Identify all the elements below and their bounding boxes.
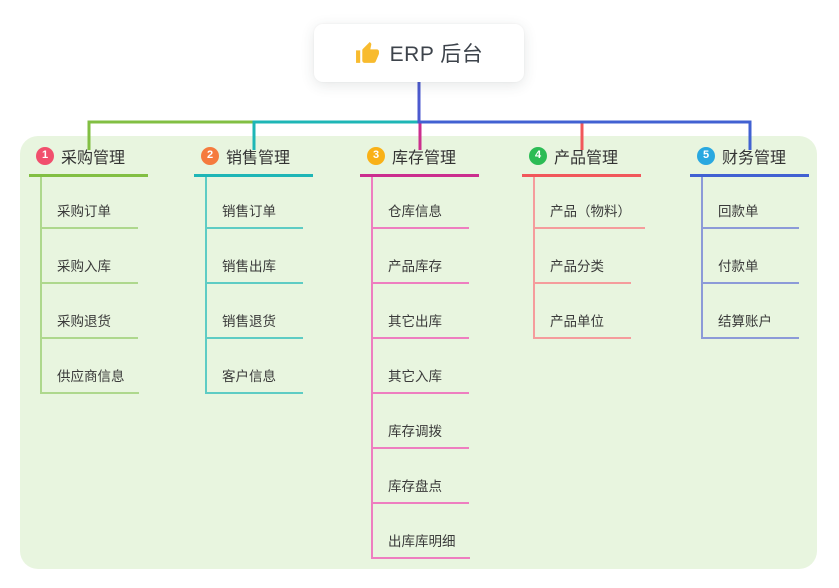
child-node[interactable]: 产品单位 [535,284,631,339]
branch-node-1[interactable]: 1 采购管理 [29,143,148,177]
child-label: 出库库明细 [388,534,456,549]
child-node[interactable]: 销售出库 [207,229,303,284]
child-label: 产品单位 [550,314,604,329]
map-background [20,136,817,569]
branch-number-badge: 2 [201,146,219,165]
child-label: 产品分类 [550,259,604,274]
branch-number-badge: 3 [367,146,385,165]
branch-children: 销售订单 销售出库 销售退货 客户信息 [205,177,303,394]
child-label: 其它出库 [388,314,442,329]
branch-label: 采购管理 [61,149,126,167]
branch-label: 库存管理 [392,149,457,167]
child-label: 仓库信息 [388,204,442,219]
child-node[interactable]: 销售订单 [207,177,303,229]
branch-children: 产品（物料） 产品分类 产品单位 [533,177,645,339]
branch-node-2[interactable]: 2 销售管理 [194,143,313,177]
branch-children: 采购订单 采购入库 采购退货 供应商信息 [40,177,139,394]
child-label: 结算账户 [718,314,772,329]
child-node[interactable]: 其它入库 [373,339,469,394]
child-label: 其它入库 [388,369,442,384]
branch-number-badge: 1 [36,146,54,165]
child-node[interactable]: 回款单 [703,177,799,229]
child-label: 库存盘点 [388,479,442,494]
child-node[interactable]: 供应商信息 [42,339,139,394]
child-node[interactable]: 其它出库 [373,284,469,339]
child-node[interactable]: 产品（物料） [535,177,645,229]
branch-children: 回款单 付款单 结算账户 [701,177,799,339]
child-node[interactable]: 采购入库 [42,229,138,284]
child-node[interactable]: 产品分类 [535,229,631,284]
child-label: 付款单 [718,259,759,274]
branch-node-4[interactable]: 4 产品管理 [522,143,641,177]
branch-label: 产品管理 [554,149,619,167]
root-node[interactable]: ERP 后台 [314,24,524,82]
child-node[interactable]: 采购退货 [42,284,138,339]
child-label: 产品库存 [388,259,442,274]
child-label: 销售退货 [222,314,276,329]
thumbs-up-icon [355,41,379,63]
child-node[interactable]: 库存调拨 [373,394,469,449]
child-node[interactable]: 客户信息 [207,339,303,394]
child-node[interactable]: 销售退货 [207,284,303,339]
child-node[interactable]: 仓库信息 [373,177,469,229]
child-node[interactable]: 库存盘点 [373,449,469,504]
branch-children: 仓库信息 产品库存 其它出库 其它入库 库存调拨 库存盘点 出库库明细 [371,177,470,559]
child-node[interactable]: 出库库明细 [373,504,470,559]
branch-label: 销售管理 [226,149,291,167]
child-label: 客户信息 [222,369,276,384]
branch-number-badge: 4 [529,146,547,165]
root-title: ERP 后台 [389,43,484,66]
branch-label: 财务管理 [722,149,787,167]
child-label: 采购订单 [57,204,111,219]
child-label: 采购退货 [57,314,111,329]
branch-node-3[interactable]: 3 库存管理 [360,143,479,177]
child-label: 销售出库 [222,259,276,274]
child-label: 产品（物料） [550,204,631,219]
child-node[interactable]: 采购订单 [42,177,138,229]
child-label: 库存调拨 [388,424,442,439]
child-node[interactable]: 付款单 [703,229,799,284]
branch-number-badge: 5 [697,146,715,165]
child-node[interactable]: 产品库存 [373,229,469,284]
child-node[interactable]: 结算账户 [703,284,799,339]
child-label: 回款单 [718,204,759,219]
child-label: 采购入库 [57,259,111,274]
child-label: 供应商信息 [57,369,125,384]
child-label: 销售订单 [222,204,276,219]
branch-node-5[interactable]: 5 财务管理 [690,143,809,177]
